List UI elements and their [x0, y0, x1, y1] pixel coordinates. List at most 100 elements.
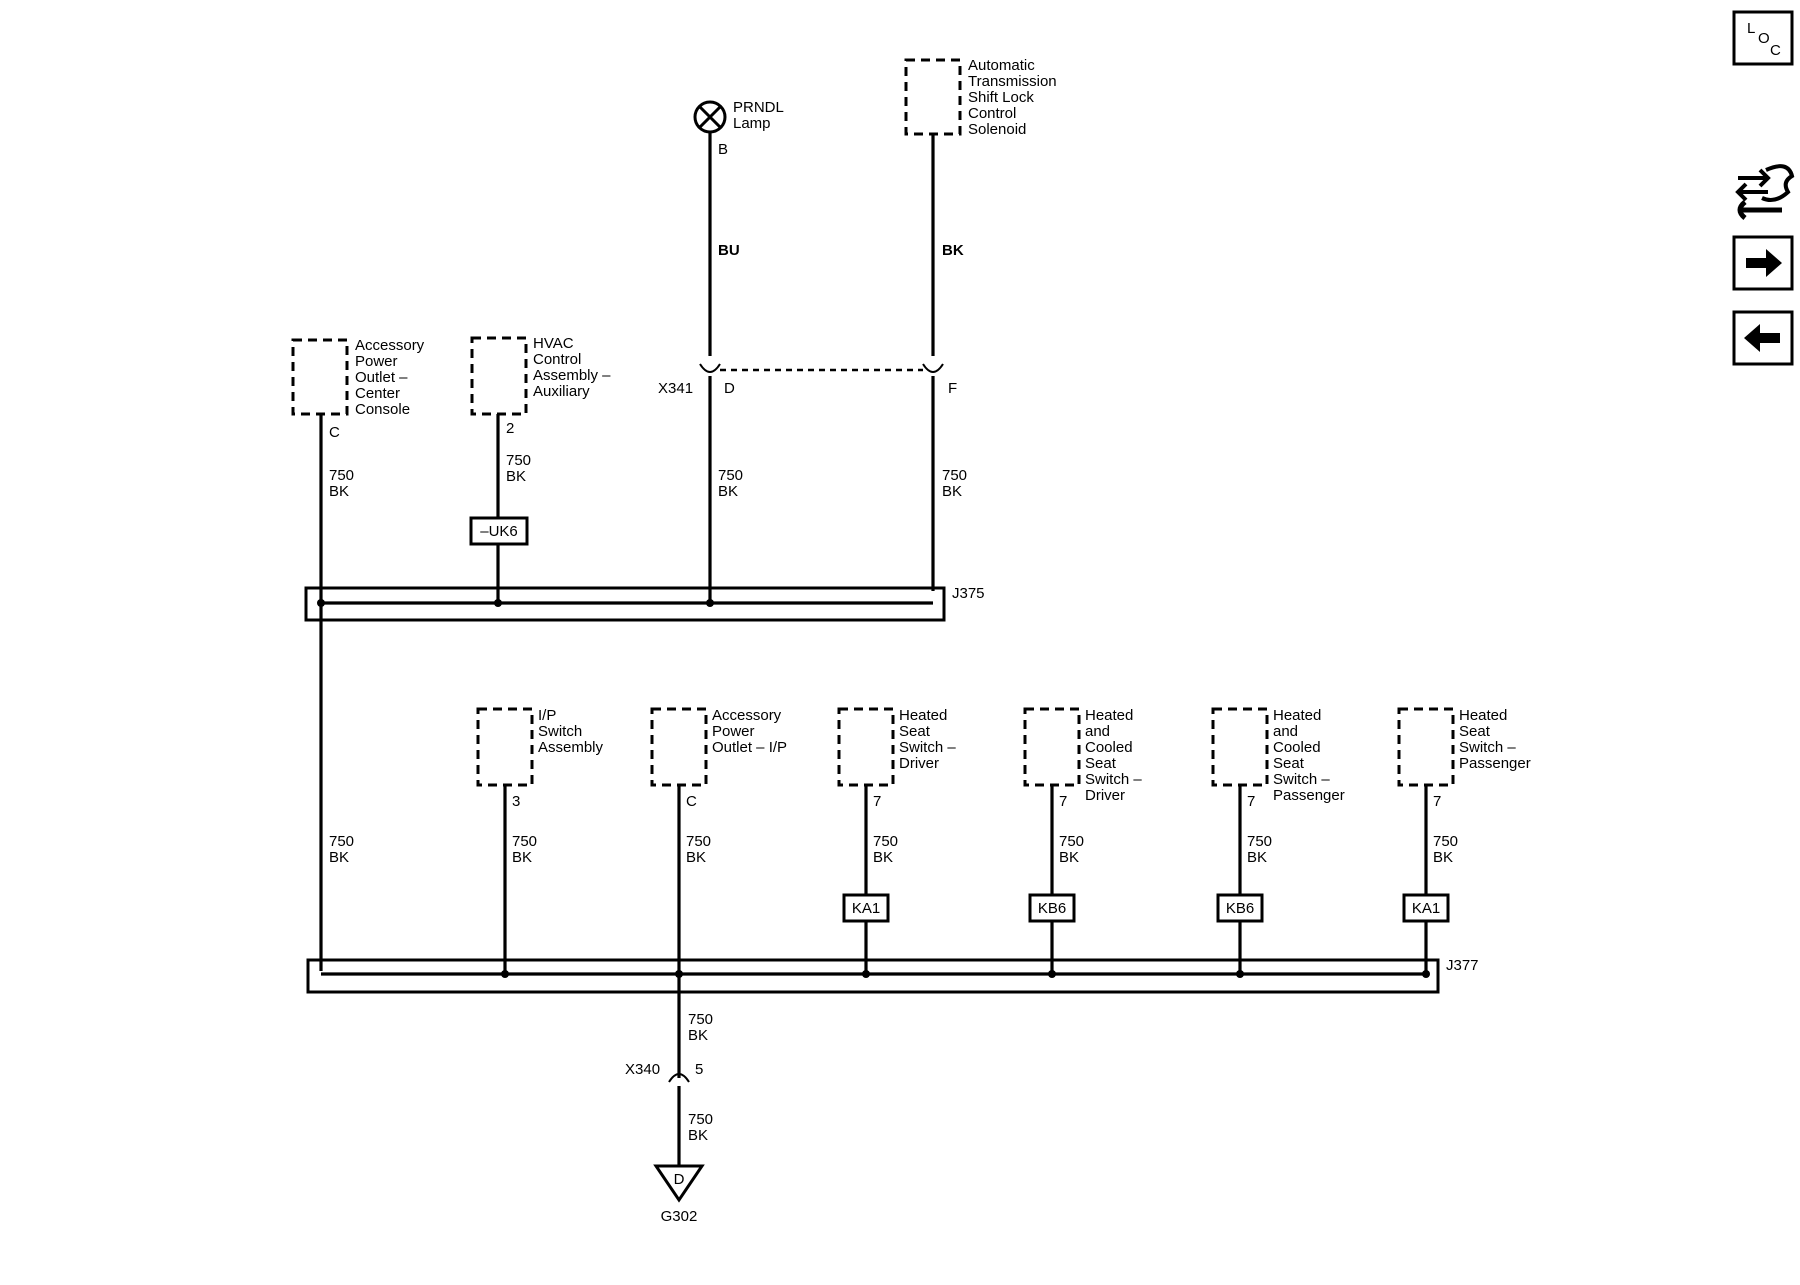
shift-lock-wire-color: BK — [942, 242, 964, 259]
component-box — [837, 707, 895, 787]
splice-j377: J377 — [306, 957, 1479, 994]
x341-d-circuit: 750 — [718, 467, 743, 484]
component-box — [1211, 707, 1269, 787]
component-wire-color: BK — [873, 849, 893, 866]
ground-lower-color: BK — [688, 1127, 708, 1144]
option-label: KA1 — [852, 900, 880, 917]
component-wire-color: BK — [1433, 849, 1453, 866]
option-label: KB6 — [1226, 900, 1254, 917]
option-box — [842, 893, 890, 923]
component-name-line: and — [1085, 723, 1110, 740]
hvac-control-assembly: HVAC Control Assembly – Auxiliary 2 750 … — [469, 335, 611, 603]
component-circuit: 750 — [1433, 833, 1458, 850]
loc-button[interactable]: L O C — [1732, 10, 1794, 66]
prndl-pin: B — [718, 141, 728, 158]
shift-lock-name-line: Solenoid — [968, 121, 1026, 138]
x340-pin: 5 — [695, 1061, 703, 1078]
trunk-circuit: 750 — [329, 833, 354, 850]
option-box — [1216, 893, 1264, 923]
component-name-line: Switch – — [1085, 771, 1142, 788]
x341-label: X341 — [658, 380, 693, 397]
wrench-arrows-icon[interactable] — [1735, 164, 1795, 220]
accessory-center-pin: C — [329, 424, 340, 441]
prndl-wire-color: BU — [718, 242, 740, 259]
component-box — [476, 707, 534, 787]
j375-label: J375 — [952, 585, 985, 602]
shift-lock-name-line: Transmission — [968, 73, 1057, 90]
component-name-line: Assembly — [538, 739, 604, 756]
option-box — [1402, 893, 1450, 923]
ground-lower-circuit: 750 — [688, 1111, 713, 1128]
back-button[interactable] — [1732, 310, 1794, 366]
connector-x341: X341 D F — [658, 363, 957, 397]
hvac-name-line: Assembly – — [533, 367, 611, 384]
component-name-line: Heated — [899, 707, 947, 724]
accessory-center-color: BK — [329, 483, 349, 500]
splice-j375: J375 — [304, 585, 985, 622]
component-name-line: Heated — [1273, 707, 1321, 724]
component-circuit: 750 — [686, 833, 711, 850]
component-name-line: Passenger — [1459, 755, 1531, 772]
shift-lock-box — [904, 58, 962, 136]
component-name-line: Heated — [1085, 707, 1133, 724]
ground-name: G302 — [661, 1208, 698, 1225]
component-name-line: Seat — [899, 723, 931, 740]
hvac-circuit: 750 — [506, 452, 531, 469]
component-wire-color: BK — [1247, 849, 1267, 866]
x341-pin-f: F — [948, 380, 957, 397]
accessory-center-name-line: Center — [355, 385, 400, 402]
component-name-line: Seat — [1459, 723, 1491, 740]
ground-symbol-icon: D — [653, 1164, 705, 1203]
component-pin: 7 — [1433, 793, 1441, 810]
component-name-line: I/P — [538, 707, 556, 724]
arrow-left-icon — [1744, 324, 1780, 352]
ground-letter: D — [674, 1171, 685, 1188]
hvac-name-line: HVAC — [533, 335, 574, 352]
x341-d-color: BK — [718, 483, 738, 500]
hvac-name-line: Control — [533, 351, 581, 368]
accessory-center-box — [291, 338, 349, 416]
component-box — [1397, 707, 1455, 787]
component-name-line: Switch – — [1459, 739, 1516, 756]
option-box — [1028, 893, 1076, 923]
shift-lock-solenoid: Automatic Transmission Shift Lock Contro… — [904, 57, 1057, 259]
component-circuit: 750 — [1247, 833, 1272, 850]
component-circuit: 750 — [1059, 833, 1084, 850]
component-name-line: Switch – — [899, 739, 956, 756]
component-name-line: Outlet – I/P — [712, 739, 787, 756]
component-name-line: Driver — [1085, 787, 1125, 804]
hvac-pin: 2 — [506, 420, 514, 437]
component-pin: 7 — [1059, 793, 1067, 810]
component-pin: 3 — [512, 793, 520, 810]
component-circuit: 750 — [512, 833, 537, 850]
forward-button[interactable] — [1732, 235, 1794, 291]
component-wire-color: BK — [686, 849, 706, 866]
component-name-line: Seat — [1273, 755, 1305, 772]
component-name-line: Accessory — [712, 707, 782, 724]
x341-pin-d: D — [724, 380, 735, 397]
ground-upper-circuit: 750 — [688, 1011, 713, 1028]
component-name-line: Switch – — [1273, 771, 1330, 788]
ground-path: 750 BK X340 5 750 BK D G302 — [625, 974, 713, 1225]
j377-label: J377 — [1446, 957, 1479, 974]
loc-letter-l: L — [1747, 20, 1755, 37]
component-circuit: 750 — [873, 833, 898, 850]
accessory-center-name-line: Power — [355, 353, 398, 370]
shift-lock-name-line: Automatic — [968, 57, 1035, 74]
component-wire-color: BK — [1059, 849, 1079, 866]
accessory-center-name-line: Console — [355, 401, 410, 418]
bottom-components: I/PSwitchAssembly3750BKAccessoryPowerOut… — [476, 707, 1531, 978]
component-box — [650, 707, 708, 787]
prndl-lamp: PRNDL Lamp B BU — [693, 99, 784, 259]
component-name-line: Heated — [1459, 707, 1507, 724]
loc-letter-c: C — [1770, 42, 1781, 59]
component-name-line: Passenger — [1273, 787, 1345, 804]
shift-lock-name-line: Control — [968, 105, 1016, 122]
component-box — [1023, 707, 1081, 787]
